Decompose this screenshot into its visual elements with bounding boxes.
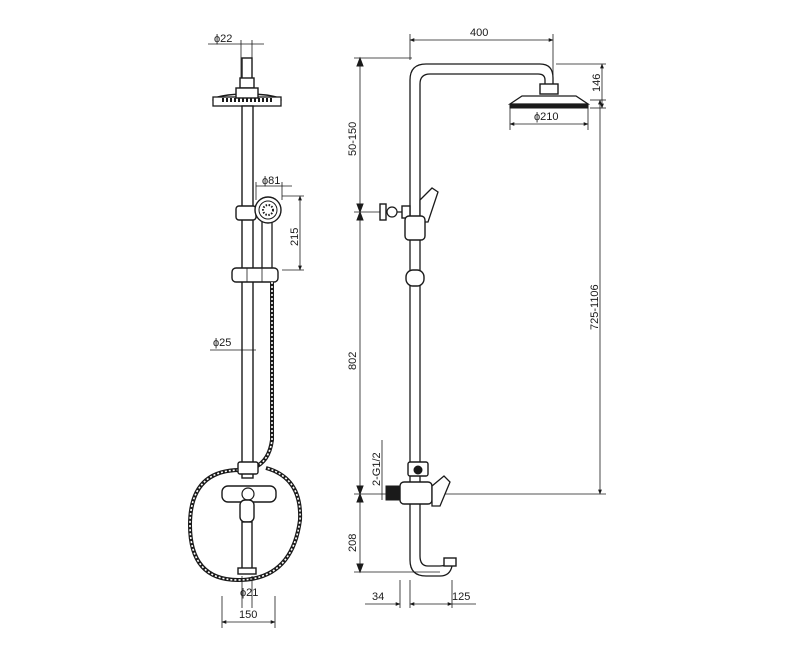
spout-side [409, 504, 457, 577]
dia-bottom-label: ϕ21 [240, 587, 258, 599]
dia-hand-label: ϕ81 [262, 175, 280, 187]
side-pipe-outer [409, 63, 554, 486]
dim-dia-rail: ϕ25 [210, 337, 256, 351]
front-view: ϕ22 ϕ81 [187, 33, 304, 628]
spout-height-label: 208 [347, 534, 359, 552]
dim-head-dia: ϕ210 [509, 108, 589, 130]
arm-length-label: 400 [470, 27, 488, 39]
total-range-label: 725-1106 [589, 284, 601, 330]
dia-rail-label: ϕ25 [213, 337, 231, 349]
shower-head-side [507, 83, 591, 109]
head-dia-label: ϕ210 [534, 111, 559, 123]
diverter-side [379, 187, 439, 241]
dim-dia-hand: ϕ81 [255, 175, 292, 200]
rail-length-label: 802 [347, 352, 359, 370]
shower-head-front [212, 87, 282, 107]
mixer-side: 2-G1/2 [371, 440, 451, 507]
width-bottom-label: 150 [239, 609, 257, 621]
side-view: 400 146 ϕ210 725-1106 [347, 27, 606, 608]
dim-arm: 400 [409, 27, 554, 80]
len-hand-label: 215 [289, 228, 301, 246]
diverter-front [237, 461, 259, 475]
head-height-label: 146 [591, 74, 603, 92]
dia-top-label: ϕ22 [214, 33, 232, 45]
thread-label: 2-G1/2 [371, 452, 383, 486]
dim-left-chain: 50-150 802 208 [347, 56, 440, 574]
spout-reach-label: 125 [452, 591, 470, 603]
dim-head-height: 146 [556, 63, 606, 109]
wall-offset-label: 34 [372, 591, 384, 603]
slider-holder [231, 267, 279, 283]
slider-side [405, 269, 425, 287]
dim-bottom: ϕ21 150 [221, 576, 276, 628]
dim-total-range: 725-1106 [440, 99, 606, 495]
dim-bottom-side: 34 125 [365, 580, 476, 608]
side-pipe-inner [419, 73, 546, 486]
hand-shower-front [235, 196, 282, 273]
vertical-rail [241, 105, 254, 479]
dim-dia-top: ϕ22 [208, 33, 264, 80]
mixer-front [221, 485, 277, 575]
adjust-range-label: 50-150 [347, 122, 359, 156]
dim-len-hand: 215 [282, 195, 304, 271]
